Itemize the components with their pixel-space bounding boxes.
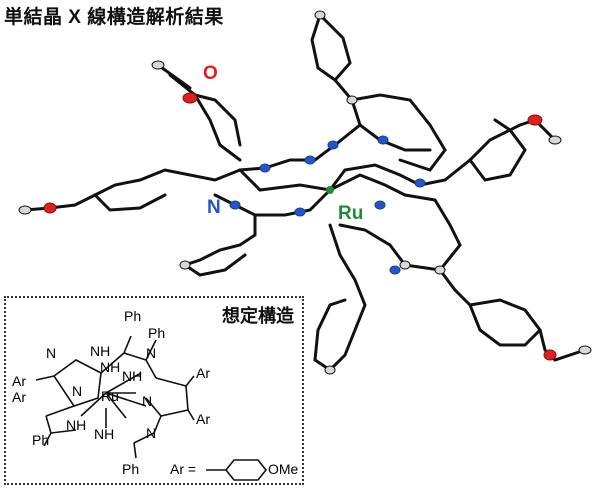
inset-ph-bottom: Ph <box>122 461 139 477</box>
ruthenium-atom <box>326 186 334 194</box>
oxygen-label: O <box>203 63 218 84</box>
inset-nh-2: NH <box>100 359 120 375</box>
inset-ru: Ru <box>101 388 119 404</box>
inset-nh-5: NH <box>94 426 114 442</box>
inset-ar-4: Ar <box>196 411 210 427</box>
ruthenium-label: Ru <box>338 203 364 224</box>
inset-nh-3: NH <box>122 368 142 384</box>
inset-n-5: N <box>146 425 156 441</box>
inset-nh-1: NH <box>90 343 110 359</box>
carbon-atoms <box>18 10 592 375</box>
skeletal-formula: Ph Ph NH NH NH NH NH N N N N N Ru Ar Ar … <box>12 308 299 481</box>
inset-ar-3: Ar <box>196 365 210 381</box>
inset-ph-left: Ph <box>32 432 49 448</box>
inset-ph-top-left: Ph <box>124 308 141 324</box>
oxygen-atoms <box>43 92 557 361</box>
page-title: 単結晶 X 線構造解析結果 <box>4 7 224 28</box>
inset-ar-2: Ar <box>12 389 26 405</box>
inset-title: 想定構造 <box>222 306 294 326</box>
nitrogen-label: N <box>207 197 221 218</box>
inset-ph-top-right: Ph <box>148 325 165 341</box>
inset-ar-1: Ar <box>12 373 26 389</box>
inset-ar-legend-prefix: Ar = <box>170 461 196 477</box>
inset-n-4: N <box>142 393 152 409</box>
nitrogen-atoms <box>229 135 426 275</box>
inset-n-3: N <box>72 383 82 399</box>
proposed-structure-inset: 想定構造 Ph Ph <box>4 296 304 485</box>
inset-nh-4: NH <box>66 417 86 433</box>
inset-n-2: N <box>146 345 156 361</box>
inset-ome: OMe <box>268 461 299 477</box>
inset-n-1: N <box>46 345 56 361</box>
